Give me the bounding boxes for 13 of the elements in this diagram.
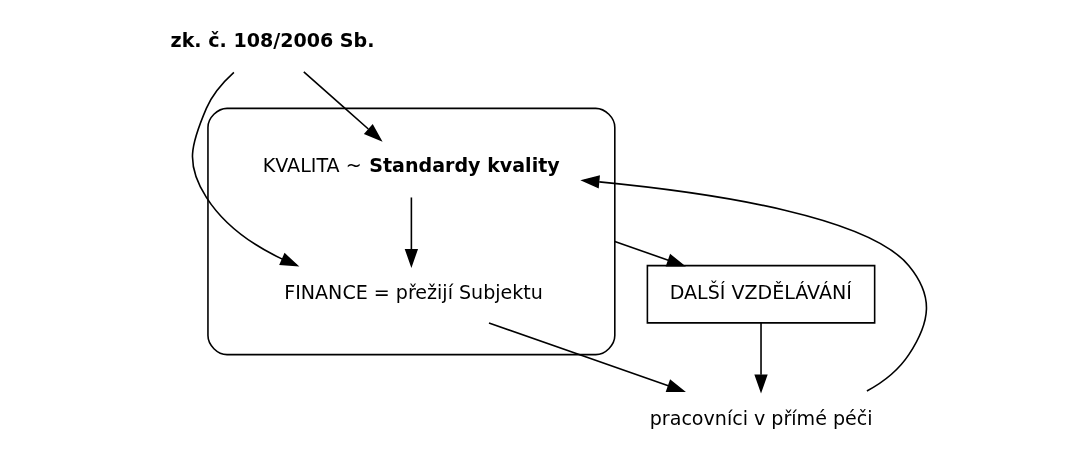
arrow [488, 322, 686, 392]
arrow [614, 240, 686, 267]
cluster [207, 107, 616, 356]
arrow [580, 175, 928, 392]
arrow [303, 71, 383, 142]
node-text: KVALITA ~ Standardy kvality [262, 154, 560, 177]
node-text: FINANCE = přežijí Subjektu [284, 281, 543, 304]
node-text: zk. č. 108/2006 Sb. [170, 28, 375, 51]
arrow [191, 71, 300, 267]
node-text: pracovníci v přímé péči [649, 406, 873, 429]
node-box: DALŠÍ VZDĚLÁVÁNÍ [646, 264, 876, 324]
arrow [404, 196, 419, 268]
arrow [754, 322, 768, 394]
